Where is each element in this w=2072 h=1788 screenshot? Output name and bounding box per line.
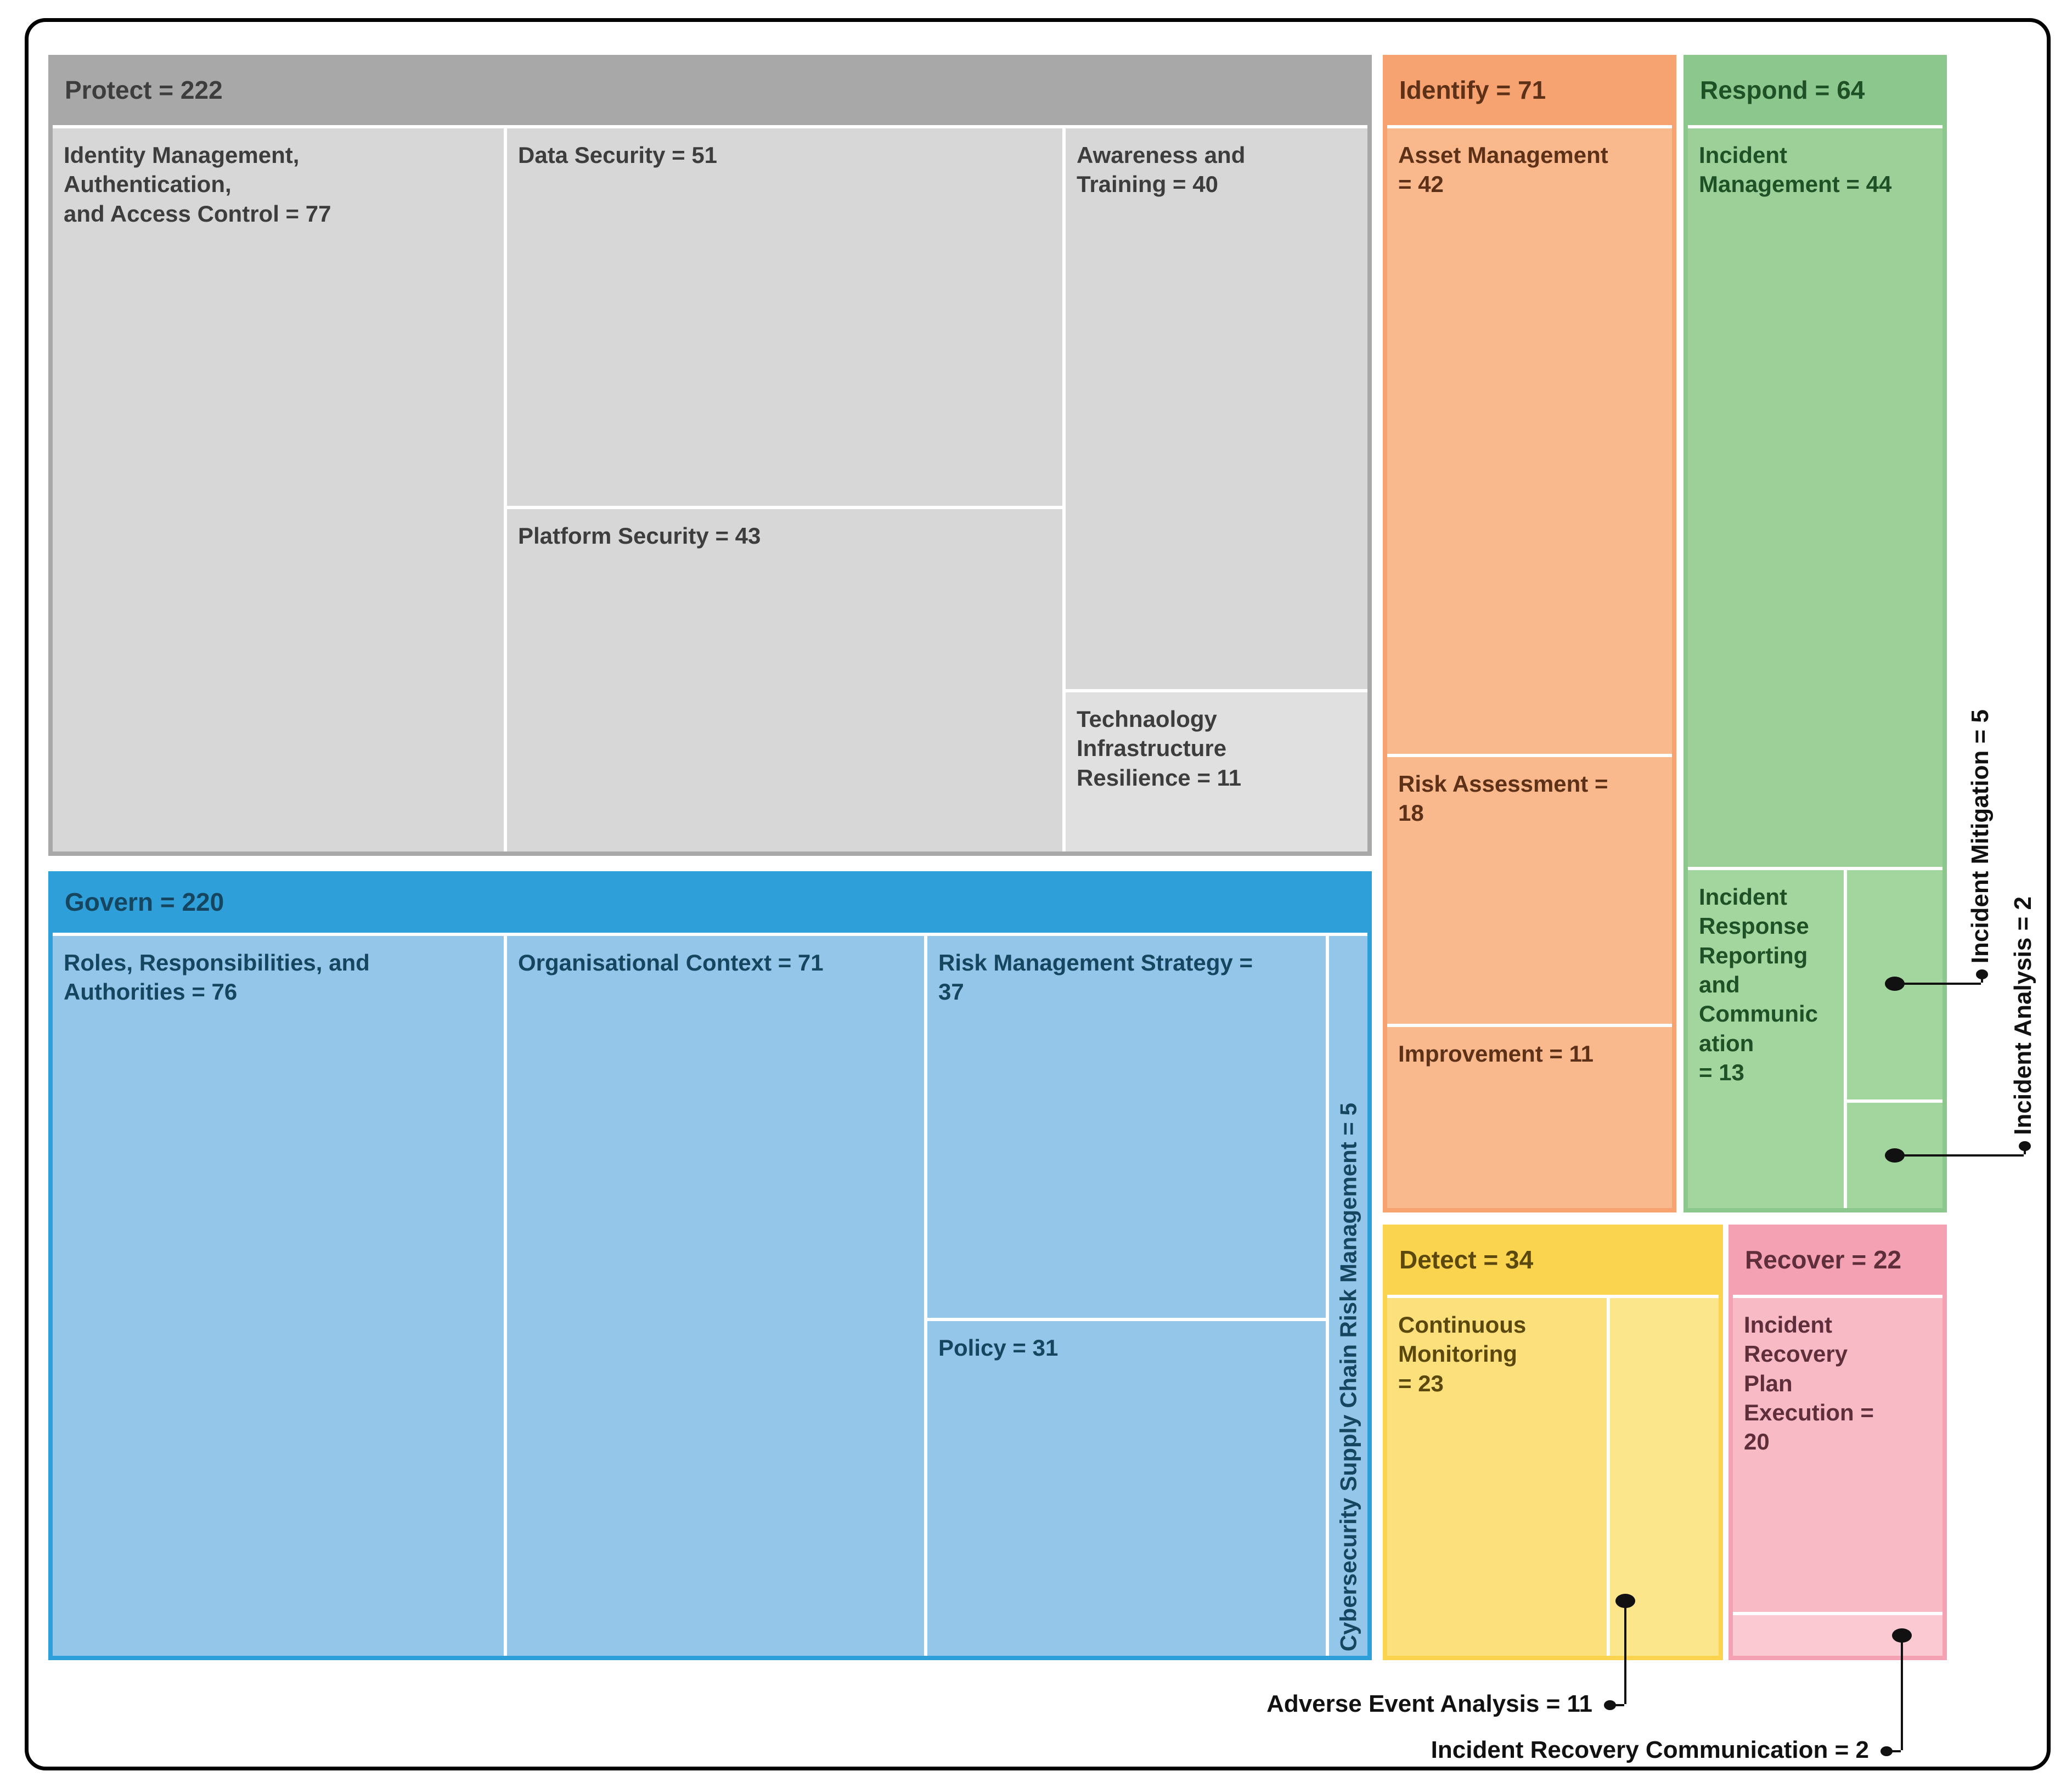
cell-incident-recovery-plan-execution: Incident Recovery Plan Execution = 20	[1733, 1298, 1942, 1612]
callout-stem-incident-recovery-communication	[1885, 1750, 1901, 1752]
callout-label-incident-analysis: Incident Analysis = 2	[2009, 896, 2036, 1135]
cell-identity-management: Identity Management, Authentication, and…	[53, 128, 504, 851]
cell-platform-security: Platform Security = 43	[507, 509, 1062, 851]
callout-anchor-dot-adverse-event-analysis	[1615, 1594, 1635, 1608]
callout-stem-adverse-event-analysis	[1609, 1704, 1624, 1706]
cell-awareness-training: Awareness and Training = 40	[1066, 128, 1367, 689]
section-label-respond: Respond = 64	[1700, 76, 1865, 104]
section-label-detect: Detect = 34	[1399, 1245, 1534, 1274]
cell-data-security: Data Security = 51	[507, 128, 1062, 506]
cell-improvement: Improvement = 11	[1387, 1027, 1672, 1208]
callout-line-incident-mitigation	[1894, 983, 1981, 985]
section-label-identify: Identify = 71	[1399, 76, 1546, 104]
cell-policy: Policy = 31	[927, 1321, 1326, 1656]
callout-tip-dot-incident-mitigation	[1976, 969, 1988, 979]
callout-label-adverse-event-analysis: Adverse Event Analysis = 11	[1266, 1690, 1592, 1717]
section-label-protect: Protect = 222	[65, 76, 223, 104]
callout-label-incident-mitigation: Incident Mitigation = 5	[1967, 709, 1994, 963]
callout-tip-dot-adverse-event-analysis	[1604, 1700, 1616, 1710]
cell-cybersecurity-supply-chain-risk-management: Cybersecurity Supply Chain Risk Manageme…	[1329, 936, 1367, 1656]
cell-incident-management: Incident Management = 44	[1688, 128, 1942, 867]
callout-label-incident-recovery-communication: Incident Recovery Communication = 2	[1431, 1736, 1869, 1763]
section-label-govern: Govern = 220	[65, 888, 224, 916]
cell-label-cybersecurity-supply-chain-risk-management: Cybersecurity Supply Chain Risk Manageme…	[1335, 1102, 1361, 1651]
section-label-recover: Recover = 22	[1745, 1245, 1902, 1274]
cell-risk-management-strategy: Risk Management Strategy = 37	[927, 936, 1326, 1318]
cell-asset-management: Asset Management = 42	[1387, 128, 1672, 754]
callout-line-adverse-event-analysis	[1624, 1600, 1626, 1704]
callout-tip-dot-incident-recovery-communication	[1880, 1746, 1893, 1756]
cell-continuous-monitoring: Continuous Monitoring = 23	[1387, 1298, 1607, 1656]
cell-risk-assessment: Risk Assessment = 18	[1387, 757, 1672, 1024]
callout-line-incident-recovery-communication	[1901, 1634, 1903, 1750]
callout-anchor-dot-incident-recovery-communication	[1892, 1628, 1912, 1643]
cell-technology-infrastructure-resilience: Technaology Infrastructure Resilience = …	[1066, 692, 1367, 851]
callout-tip-dot-incident-analysis	[2019, 1141, 2031, 1151]
cell-organisational-context: Organisational Context = 71	[507, 936, 924, 1656]
cell-roles-responsibilities-authorities: Roles, Responsibilities, and Authorities…	[53, 936, 504, 1656]
callout-anchor-dot-incident-mitigation	[1885, 977, 1905, 991]
callout-line-incident-analysis	[1894, 1154, 2024, 1157]
callout-anchor-dot-incident-analysis	[1885, 1148, 1905, 1163]
cell-incident-response-reporting-communication: Incident Response Reporting and Communic…	[1688, 870, 1844, 1208]
